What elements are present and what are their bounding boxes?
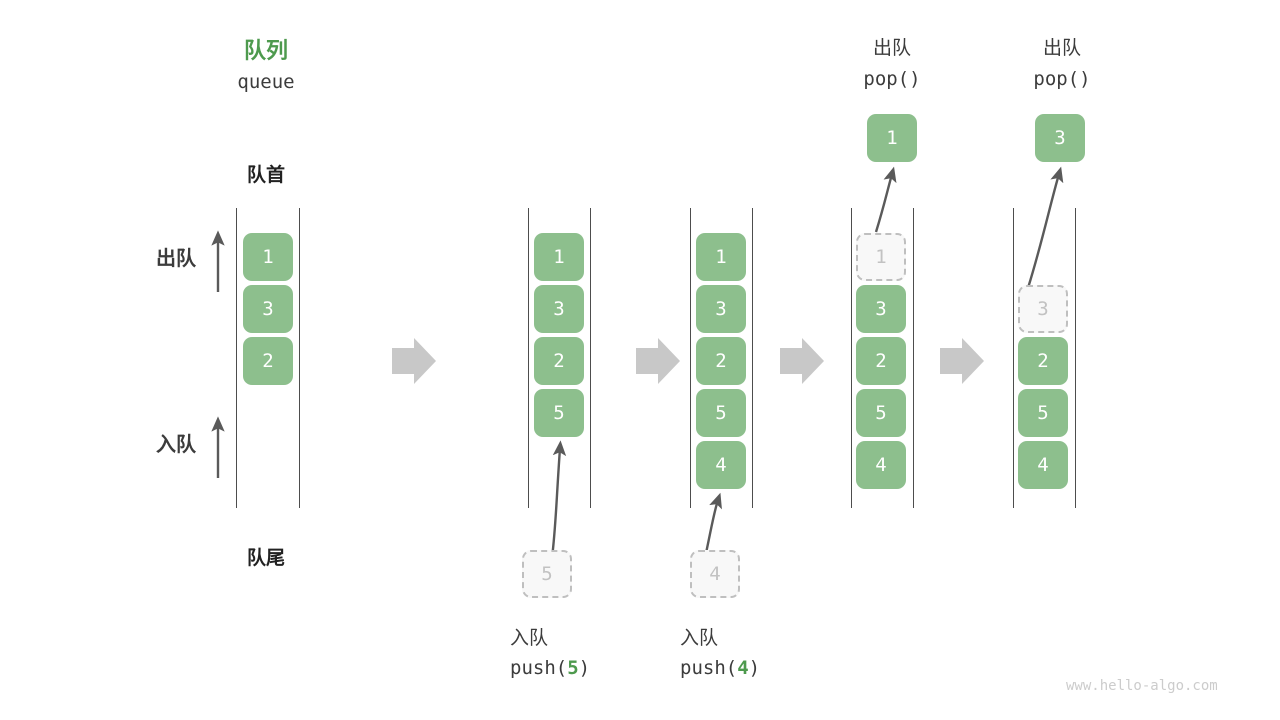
ghost-cell: 1 xyxy=(856,233,906,281)
queue-cell: 2 xyxy=(696,337,746,385)
pop-3-header-cn: 出队 xyxy=(1042,37,1081,59)
popped-cell: 3 xyxy=(1035,114,1085,162)
queue-rail-right-2 xyxy=(590,208,591,508)
queue-title-cn: 队列 xyxy=(243,39,288,64)
front-label: 队首 xyxy=(246,164,285,186)
push-5-code-post: ) xyxy=(578,657,591,679)
queue-cell: 3 xyxy=(243,285,293,333)
queue-rail-right-5 xyxy=(1075,208,1076,508)
queue-cell: 1 xyxy=(534,233,584,281)
queue-cell: 3 xyxy=(534,285,584,333)
popped-cell: 1 xyxy=(867,114,917,162)
pop-1-header-code: pop() xyxy=(863,68,921,90)
queue-cell: 4 xyxy=(1018,441,1068,489)
queue-rail-left-4 xyxy=(851,208,852,508)
push-5-caption-cn: 入队 xyxy=(510,627,549,649)
queue-title-en: queue xyxy=(237,71,295,93)
step-arrow-4 xyxy=(940,338,984,384)
queue-cell: 3 xyxy=(696,285,746,333)
queue-rail-left-3 xyxy=(690,208,691,508)
ghost-cell: 3 xyxy=(1018,285,1068,333)
push-5-caption-code: push(5) xyxy=(468,657,648,679)
push-4-code-pre: push( xyxy=(680,657,738,679)
queue-cell: 4 xyxy=(856,441,906,489)
rear-label: 队尾 xyxy=(246,547,285,569)
queue-rail-left-2 xyxy=(528,208,529,508)
queue-cell: 2 xyxy=(856,337,906,385)
pop-3-header-code: pop() xyxy=(1033,68,1091,90)
queue-cell-new: 4 xyxy=(696,441,746,489)
push-4-caption-cn: 入队 xyxy=(680,627,719,649)
queue-rail-right-1 xyxy=(299,208,300,508)
dequeue-direction-label: 出队 xyxy=(156,246,196,270)
queue-rail-right-4 xyxy=(913,208,914,508)
queue-cell: 5 xyxy=(856,389,906,437)
queue-cell: 2 xyxy=(1018,337,1068,385)
queue-cell: 1 xyxy=(696,233,746,281)
step-arrow-1 xyxy=(392,338,436,384)
enqueue-direction-label: 入队 xyxy=(156,432,196,456)
push-4-caption-code: push(4) xyxy=(638,657,818,679)
watermark: www.hello-algo.com xyxy=(1066,678,1218,694)
ghost-cell: 4 xyxy=(690,550,740,598)
queue-rail-left-1 xyxy=(236,208,237,508)
queue-cell: 5 xyxy=(1018,389,1068,437)
pop-3-arrow xyxy=(1026,166,1064,289)
queue-cell: 3 xyxy=(856,285,906,333)
queue-rail-right-3 xyxy=(752,208,753,508)
step-arrow-2 xyxy=(636,338,680,384)
push-5-code-num: 5 xyxy=(567,657,579,679)
push-5-arrow xyxy=(550,440,567,559)
push-4-code-post: ) xyxy=(748,657,761,679)
queue-cell: 2 xyxy=(534,337,584,385)
queue-rail-left-5 xyxy=(1013,208,1014,508)
push-5-code-pre: push( xyxy=(510,657,568,679)
pop-1-header-cn: 出队 xyxy=(872,37,911,59)
step-arrow-3 xyxy=(780,338,824,384)
queue-cell: 5 xyxy=(696,389,746,437)
queue-cell: 1 xyxy=(243,233,293,281)
push-4-code-num: 4 xyxy=(737,657,749,679)
queue-cell-new: 5 xyxy=(534,389,584,437)
ghost-cell: 5 xyxy=(522,550,572,598)
pop-1-arrow xyxy=(874,166,897,233)
queue-cell: 2 xyxy=(243,337,293,385)
